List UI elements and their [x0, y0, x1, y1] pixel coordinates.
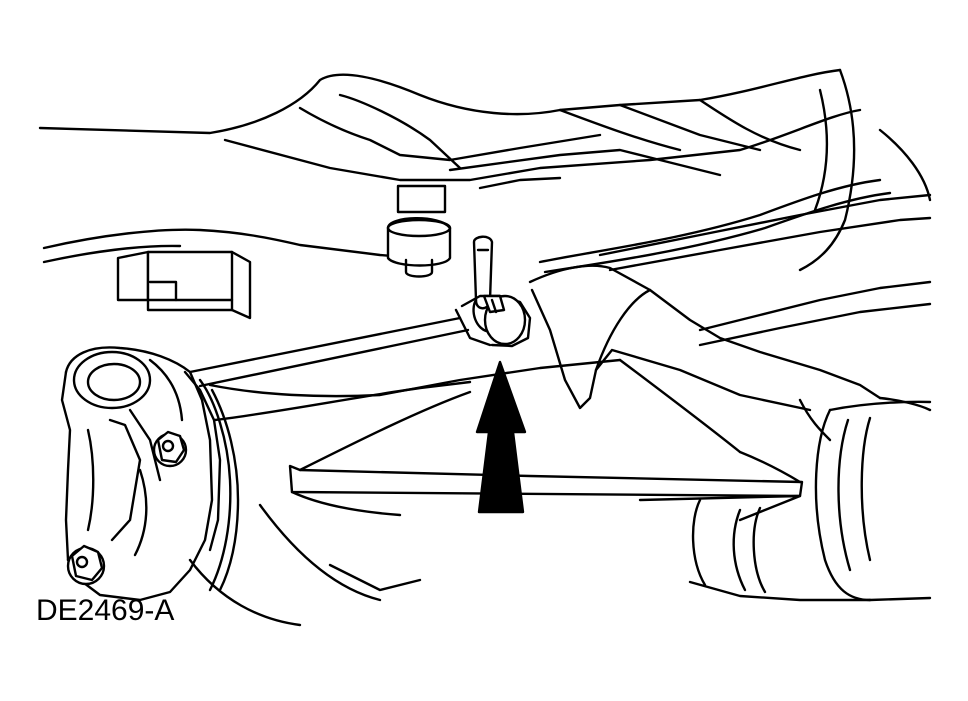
mount-bracket [116, 250, 252, 320]
frame-rail [42, 193, 932, 347]
figure-id-label: DE2469-A [36, 594, 175, 627]
bump-stop [386, 184, 452, 278]
pinion-flange [60, 346, 240, 602]
flange-bolt-upper [152, 430, 188, 468]
floor-pan-body-structure [38, 68, 932, 272]
brake-line [188, 178, 892, 388]
up-arrow-icon [475, 360, 527, 514]
axle-housing [188, 264, 932, 627]
axle-tube [688, 400, 932, 602]
axle-vent-fitting [454, 294, 532, 348]
flange-bolt-lower [66, 544, 106, 586]
